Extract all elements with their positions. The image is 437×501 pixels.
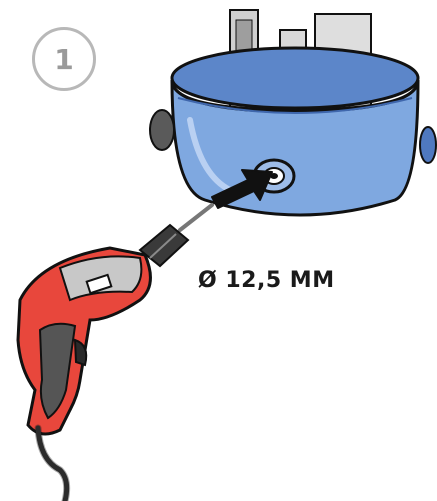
step-number: 1 xyxy=(54,42,74,76)
junction-box-icon xyxy=(149,9,437,217)
drill-icon xyxy=(16,203,214,501)
drill-diameter-label: Ø 12,5 MM xyxy=(198,268,335,293)
step-number-badge: 1 xyxy=(32,27,96,91)
arrow-icon xyxy=(211,169,273,209)
